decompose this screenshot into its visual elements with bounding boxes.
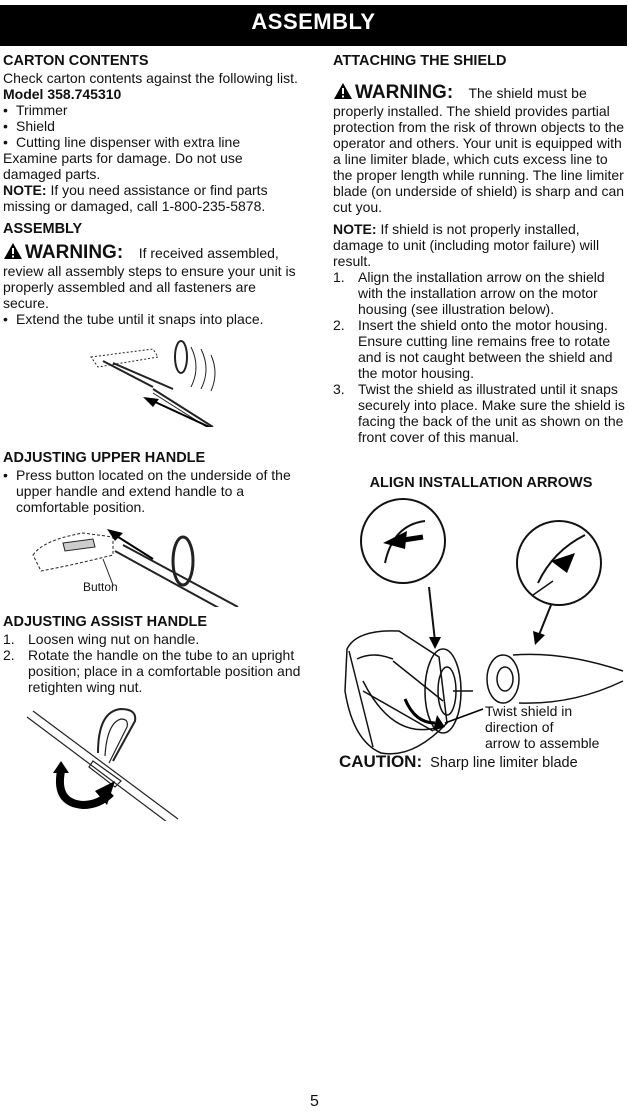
assembly-steps-list: Extend the tube until it snaps into plac… [3, 311, 303, 327]
examine-text: Examine parts for damage. Do not use dam… [3, 150, 243, 182]
note-label: NOTE: [333, 221, 377, 237]
shield-steps: 1.Align the installation arrow on the sh… [333, 269, 629, 445]
extend-tube-illustration [90, 340, 216, 427]
upper-handle-heading: ADJUSTING UPPER HANDLE [3, 450, 206, 466]
caution-line: CAUTION: Sharp line limiter blade [333, 752, 629, 772]
section-banner: ASSEMBLY [0, 5, 627, 46]
list-item: 1.Align the installation arrow on the sh… [333, 269, 605, 317]
caution-text: Sharp line limiter blade [430, 755, 578, 771]
attaching-shield-heading: ATTACHING THE SHIELD [333, 53, 507, 69]
shield-warning: WARNING: The shield must be properly ins… [333, 82, 629, 215]
shield-illustration [344, 498, 624, 755]
right-column: ATTACHING THE SHIELD WARNING: The shield… [333, 52, 629, 772]
direction-arrow-icon [143, 397, 212, 427]
list-item: Shield [3, 118, 303, 134]
figure-title: ALIGN INSTALLATION ARROWS [369, 475, 593, 491]
rotate-arrow-icon [53, 761, 115, 810]
warning-triangle-icon [3, 242, 23, 263]
arrow-right-detail-icon [551, 553, 575, 573]
carton-note: NOTE: If you need assistance or find par… [3, 182, 303, 214]
list-item: 1.Loosen wing nut on handle. [3, 631, 200, 647]
warning-triangle-icon [333, 82, 353, 103]
assist-handle-illustration [26, 707, 179, 821]
warning-text: The shield must be properly installed. T… [333, 85, 625, 215]
twist-shield-note: Twist shield in direction of arrow to as… [485, 703, 600, 751]
assembly-warning: WARNING: If received assembled, review a… [3, 242, 303, 311]
carton-intro: Check carton contents against the follow… [3, 70, 298, 86]
assembly-heading: ASSEMBLY [3, 221, 83, 237]
list-item: 3.Twist the shield as illustrated until … [333, 381, 625, 445]
carton-items-list: Trimmer Shield Cutting line dispenser wi… [3, 102, 303, 150]
list-item: Trimmer [3, 102, 303, 118]
warning-label: WARNING: [355, 82, 454, 103]
upper-handle-figure: Button [3, 515, 303, 607]
connector-arrowhead-icon [429, 631, 545, 649]
note-text: If shield is not properly installed, dam… [333, 221, 600, 269]
upper-handle-illustration [32, 529, 239, 607]
extend-arrow-icon [107, 529, 154, 560]
caution-label: CAUTION: [339, 752, 423, 771]
list-item: Press button located on the underside of… [3, 467, 303, 515]
arrow-left-detail-icon [383, 531, 424, 549]
list-item: Cutting line dispenser with extra line [3, 134, 303, 150]
model-number: Model 358.745310 [3, 86, 122, 102]
carton-contents-heading: CARTON CONTENTS [3, 53, 149, 69]
section-title: ASSEMBLY [251, 9, 376, 34]
list-item: 2.Rotate the handle on the tube to an up… [3, 647, 301, 695]
note-label: NOTE: [3, 182, 47, 198]
warning-label: WARNING: [25, 242, 124, 263]
list-item: Extend the tube until it snaps into plac… [3, 311, 303, 327]
page-number: 5 [310, 1093, 319, 1110]
assist-handle-steps: 1.Loosen wing nut on handle. 2.Rotate th… [3, 631, 303, 695]
warning-text: If received assembled, review all assemb… [3, 245, 296, 311]
assist-handle-heading: ADJUSTING ASSIST HANDLE [3, 614, 208, 630]
shield-note: NOTE: If shield is not properly installe… [333, 221, 629, 269]
left-column: CARTON CONTENTS Check carton contents ag… [3, 52, 303, 821]
upper-handle-list: Press button located on the underside of… [3, 467, 303, 515]
list-item: 2.Insert the shield onto the motor housi… [333, 317, 613, 381]
shield-figure: Twist shield in direction of arrow to as… [333, 491, 629, 766]
twist-arrow-icon [403, 698, 484, 731]
note-text: If you need assistance or find parts mis… [3, 182, 268, 214]
button-label: Button [83, 580, 118, 594]
